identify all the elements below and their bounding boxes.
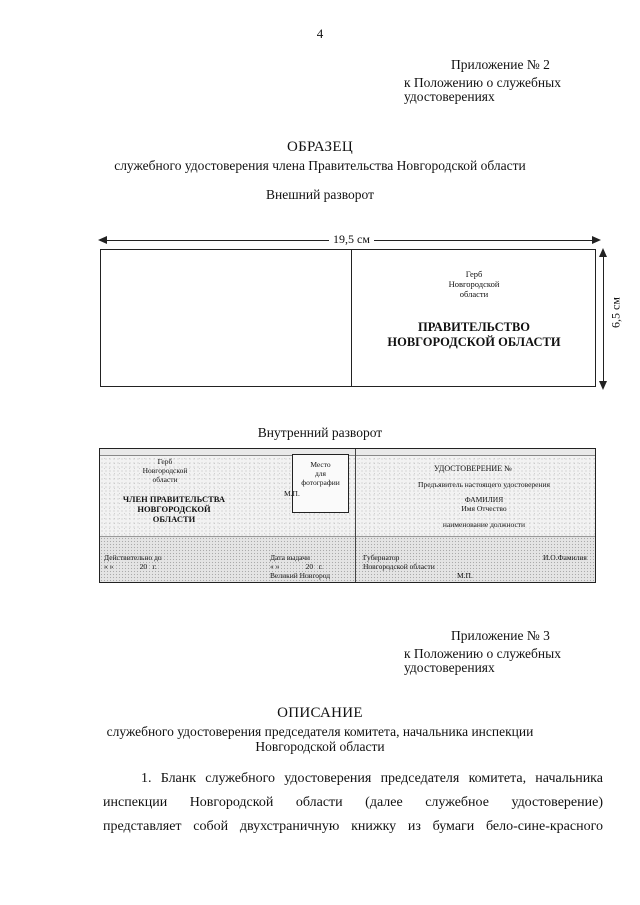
outer-spread-card: Герб Новгородской области ПРАВИТЕЛЬСТВО … (100, 249, 596, 387)
photo-placeholder: Место для фотографии (292, 454, 349, 513)
cert-title: УДОСТОВЕРЕНИЕ № (434, 464, 512, 473)
governor-label: Губернатор Новгородской области (363, 553, 435, 571)
inner-emblem-line1: Герб (157, 457, 173, 466)
appendix-3-header: Приложение № 3 к Положению о служебных у… (404, 629, 561, 675)
valid-until: Действительно до « » 20 г. (104, 553, 162, 571)
bottom-band (100, 536, 595, 582)
emblem-caption: Герб Новгородской области (351, 269, 597, 299)
governor-line1: Губернатор (363, 553, 400, 562)
height-label: 6,5 см (608, 292, 624, 333)
paragraph-line1: 1. Бланк служебного удостоверения предсе… (141, 771, 603, 786)
paragraph-line2: инспекции Новгородской области (далее сл… (103, 795, 603, 810)
description-title: ОПИСАНИЕ (277, 705, 363, 721)
right-stamp-mark: М.П. (457, 571, 473, 580)
arrow-down-icon (599, 381, 607, 390)
valid-until-label: Действительно до (104, 553, 162, 562)
sample-title: ОБРАЗЕЦ (287, 139, 353, 155)
page-number: 4 (316, 26, 324, 41)
position-line2: НОВГОРОДСКОЙ (137, 504, 211, 514)
inner-emblem-line2: Новгородской (142, 466, 188, 475)
org-name-line2: НОВГОРОДСКОЙ ОБЛАСТИ (387, 335, 561, 349)
description-subtitle-line2: Новгородской области (255, 739, 385, 754)
description-subtitle-line1: служебного удостоверения председателя ко… (106, 724, 534, 739)
photo-line1: Место (310, 460, 331, 469)
appendix-number: Приложение № 2 (451, 57, 550, 72)
emblem-line2: Новгородской (448, 279, 500, 289)
arrow-left-icon (98, 236, 107, 244)
emblem-line1: Герб (465, 269, 483, 279)
paragraph-line3: представляет собой двухстраничную книжку… (103, 819, 603, 834)
outer-spread-label: Внешний разворот (266, 187, 374, 202)
arrow-right-icon (592, 236, 601, 244)
width-label: 19,5 см (329, 232, 374, 247)
org-name: ПРАВИТЕЛЬСТВО НОВГОРОДСКОЙ ОБЛАСТИ (351, 320, 597, 350)
appendix-number: Приложение № 3 (451, 628, 550, 643)
issue-date-label: Дата выдачи (270, 553, 311, 562)
description-subtitle: служебного удостоверения председателя ко… (0, 724, 640, 754)
description-paragraph: 1. Бланк служебного удостоверения предсе… (103, 767, 603, 839)
inner-emblem-line3: области (152, 475, 178, 484)
inner-spread-card: Герб Новгородской области Место для фото… (99, 448, 596, 583)
position-line1: ЧЛЕН ПРАВИТЕЛЬСТВА (122, 494, 226, 504)
appendix-2-header: Приложение № 2 к Положению о служебных у… (404, 58, 561, 104)
holder-position: наименование должности (442, 520, 526, 529)
governor-signature: И.О.Фамилия (543, 553, 587, 562)
appendix-ref-line2: удостоверениях (404, 89, 495, 104)
org-name-line1: ПРАВИТЕЛЬСТВО (417, 320, 531, 334)
position-line3: ОБЛАСТИ (152, 514, 196, 524)
issue-city: Великий Новгород (270, 571, 331, 580)
outer-spread-fold (351, 250, 352, 386)
inner-emblem-caption: Герб Новгородской области (120, 457, 210, 484)
arrow-up-icon (599, 248, 607, 257)
presenter-text: Предъявитель настоящего удостоверения (418, 480, 550, 489)
governor-line2: Новгородской области (363, 562, 435, 571)
appendix-ref-line1: к Положению о служебных (404, 75, 561, 90)
appendix-ref-line2: удостоверениях (404, 660, 495, 675)
sample-subtitle: служебного удостоверения члена Правитель… (114, 158, 526, 173)
height-dimension-line (603, 250, 604, 388)
photo-line2: для (314, 469, 326, 478)
appendix-ref-line1: к Положению о служебных (404, 646, 561, 661)
emblem-line3: области (459, 289, 489, 299)
photo-line3: фотографии (301, 478, 340, 487)
inner-spread-fold (355, 449, 356, 582)
issue-date-value: « » 20 г. (270, 562, 323, 571)
issue-date: Дата выдачи « » 20 г. Великий Новгород (270, 553, 330, 580)
inner-spread-label: Внутренний разворот (257, 425, 383, 440)
holder-name: Имя Отчество (461, 504, 507, 513)
holder-surname: ФАМИЛИЯ (464, 495, 504, 504)
position-title: ЧЛЕН ПРАВИТЕЛЬСТВА НОВГОРОДСКОЙ ОБЛАСТИ (104, 494, 244, 524)
left-stamp-mark: М.П. (284, 489, 300, 498)
valid-until-value: « » 20 г. (104, 562, 157, 571)
